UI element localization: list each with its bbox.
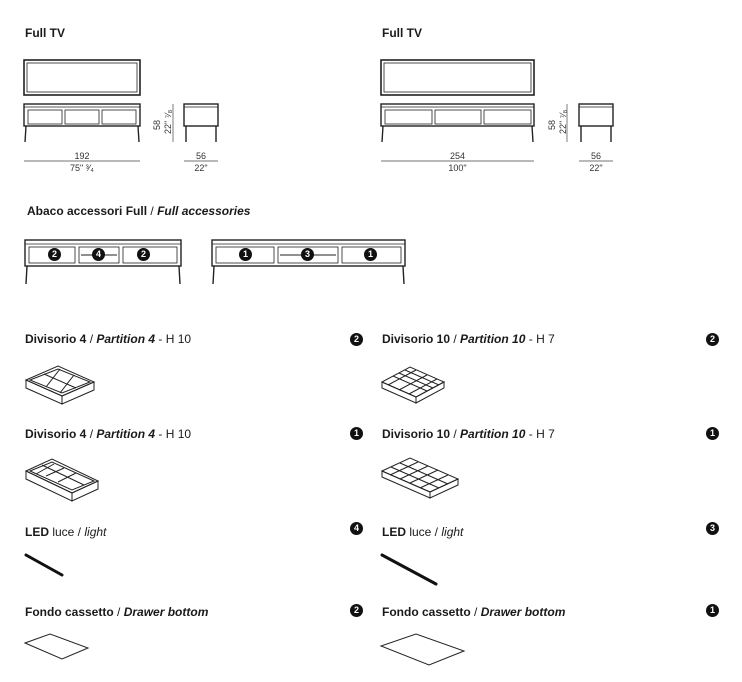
item-sep: / bbox=[113, 605, 124, 619]
accessories-unit-small bbox=[24, 239, 182, 285]
item-heading: Divisorio 4 / Partition 4 - H 10 bbox=[25, 427, 191, 441]
item-sep: / bbox=[450, 332, 461, 346]
item-badge: 2 bbox=[350, 604, 363, 617]
accessory-badge: 4 bbox=[92, 248, 105, 261]
item-heading: Divisorio 4 / Partition 4 - H 10 bbox=[25, 332, 191, 346]
depth-dim-in-right: 22" bbox=[589, 163, 603, 173]
item-name-it: Divisorio 10 bbox=[382, 427, 451, 441]
item-heading: Divisorio 10 / Partition 10 - H 7 bbox=[382, 427, 555, 441]
item-suffix: - H 7 bbox=[525, 332, 555, 346]
item-sep: / bbox=[470, 605, 481, 619]
item-heading: LED luce / light bbox=[382, 525, 463, 539]
item-rest: luce / bbox=[406, 525, 442, 539]
accessory-badge: 1 bbox=[239, 248, 252, 261]
item-heading: Fondo cassetto / Drawer bottom bbox=[25, 605, 208, 619]
accessory-badge: 3 bbox=[301, 248, 314, 261]
item-badge: 2 bbox=[350, 333, 363, 346]
item-name-en: Drawer bottom bbox=[123, 605, 209, 619]
led-strip-short-icon bbox=[24, 553, 64, 577]
partition-4-tray-large-icon bbox=[24, 458, 100, 502]
partition-10-tray-large-icon bbox=[380, 457, 460, 499]
item-name-it: Fondo cassetto bbox=[25, 605, 114, 619]
depth-dim-in-left: 22" bbox=[194, 163, 208, 173]
partition-4-tray-icon bbox=[24, 365, 96, 405]
accessory-badge: 1 bbox=[364, 248, 377, 261]
item-name-en: Drawer bottom bbox=[480, 605, 566, 619]
item-badge: 4 bbox=[350, 522, 363, 535]
item-name-en: light bbox=[84, 525, 107, 539]
item-name-en: Partition 4 bbox=[96, 427, 156, 441]
full-tv-254-drawing bbox=[380, 59, 614, 162]
accessories-title-sep: / bbox=[147, 204, 158, 218]
accessories-title-en: Full accessories bbox=[157, 204, 251, 218]
section-title-full-tv-right: Full TV bbox=[382, 26, 422, 40]
item-sep: / bbox=[86, 427, 97, 441]
item-rest: luce / bbox=[49, 525, 85, 539]
item-badge: 1 bbox=[706, 427, 719, 440]
item-name-en: Partition 4 bbox=[96, 332, 156, 346]
accessories-title: Abaco accessori Full / Full accessories bbox=[27, 204, 250, 218]
item-heading: Fondo cassetto / Drawer bottom bbox=[382, 605, 565, 619]
item-name-it: LED bbox=[25, 525, 49, 539]
item-heading: LED luce / light bbox=[25, 525, 106, 539]
section-title-full-tv-left: Full TV bbox=[25, 26, 65, 40]
height-dim-cm-left: 58 bbox=[152, 119, 162, 130]
led-strip-long-icon bbox=[380, 553, 438, 586]
item-heading: Divisorio 10 / Partition 10 - H 7 bbox=[382, 332, 555, 346]
width-dim-in-left: 75" ³⁄₄ bbox=[70, 163, 94, 173]
item-name-en: light bbox=[441, 525, 464, 539]
item-suffix: - H 10 bbox=[155, 332, 192, 346]
full-tv-192-drawing bbox=[23, 59, 219, 162]
item-badge: 1 bbox=[706, 604, 719, 617]
accessories-unit-large bbox=[211, 239, 406, 285]
width-dim-cm-right: 254 bbox=[449, 151, 466, 161]
item-sep: / bbox=[86, 332, 97, 346]
depth-dim-cm-left: 56 bbox=[195, 151, 206, 161]
accessory-badge: 2 bbox=[137, 248, 150, 261]
item-name-it: LED bbox=[382, 525, 406, 539]
accessory-badge: 2 bbox=[48, 248, 61, 261]
partition-10-tray-icon bbox=[380, 366, 446, 404]
item-suffix: - H 7 bbox=[525, 427, 555, 441]
item-badge: 3 bbox=[706, 522, 719, 535]
depth-dim-cm-right: 56 bbox=[590, 151, 601, 161]
height-dim-in-left: 22" ⁷⁄₈ bbox=[163, 109, 173, 134]
item-name-en: Partition 10 bbox=[460, 332, 526, 346]
item-name-en: Partition 10 bbox=[460, 427, 526, 441]
item-name-it: Divisorio 4 bbox=[25, 332, 87, 346]
drawer-bottom-large-icon bbox=[379, 633, 466, 666]
item-name-it: Fondo cassetto bbox=[382, 605, 471, 619]
item-sep: / bbox=[450, 427, 461, 441]
drawer-bottom-small-icon bbox=[23, 633, 90, 660]
item-name-it: Divisorio 10 bbox=[382, 332, 451, 346]
accessories-title-it: Abaco accessori Full bbox=[27, 204, 148, 218]
height-dim-cm-right: 58 bbox=[547, 119, 557, 130]
item-name-it: Divisorio 4 bbox=[25, 427, 87, 441]
item-suffix: - H 10 bbox=[155, 427, 192, 441]
width-dim-cm-left: 192 bbox=[74, 151, 90, 161]
height-dim-in-right: 22" ⁷⁄₈ bbox=[558, 109, 568, 134]
item-badge: 1 bbox=[350, 427, 363, 440]
item-badge: 2 bbox=[706, 333, 719, 346]
width-dim-in-right: 100" bbox=[448, 163, 467, 173]
